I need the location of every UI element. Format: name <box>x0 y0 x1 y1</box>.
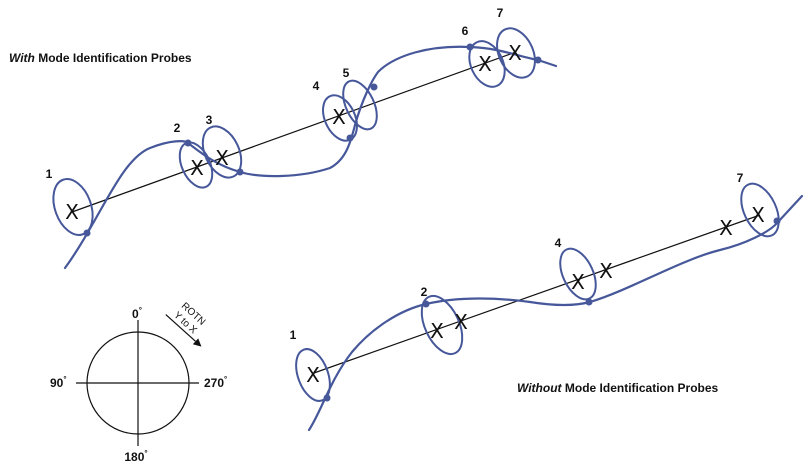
bottom-label-2: 2 <box>421 285 428 299</box>
top-marker-x: X <box>65 200 79 224</box>
rotation-indicator: ROTN Y to X <box>165 301 207 347</box>
bottom-diagram: Without Mode Identification Probes X X X… <box>290 171 804 432</box>
bottom-label-7: 7 <box>737 171 744 185</box>
bottom-marker-x: X <box>454 310 468 334</box>
bottom-dot <box>773 217 781 225</box>
bottom-label-1: 1 <box>290 328 297 342</box>
top-label-4: 4 <box>313 79 320 93</box>
bottom-title: Without Mode Identification Probes <box>517 381 719 395</box>
bottom-marker-x: X <box>751 203 765 227</box>
top-dot <box>83 229 91 237</box>
top-title: With Mode Identification Probes <box>9 51 192 65</box>
bottom-label-4: 4 <box>555 236 562 250</box>
top-dot <box>236 168 244 176</box>
top-label-5: 5 <box>343 66 350 80</box>
top-marker-x: X <box>478 52 492 76</box>
compass-label-270: 270° <box>204 375 227 390</box>
compass: 0° 90° 270° 180° ROTN Y to X <box>50 301 227 464</box>
bottom-dot <box>323 394 331 402</box>
bottom-marker-x: X <box>306 363 320 387</box>
bottom-marker-x: X <box>719 216 733 240</box>
bottom-probe-loop-1 <box>295 348 331 402</box>
top-probe-loop-3 <box>201 125 243 179</box>
bottom-probe-loop-7 <box>740 182 780 238</box>
top-dot <box>184 139 192 147</box>
compass-label-180: 180° <box>124 449 147 464</box>
top-marker-x: X <box>332 105 346 129</box>
top-label-2: 2 <box>174 121 181 135</box>
top-marker-x: X <box>215 146 229 170</box>
top-probe-loop-6 <box>468 40 506 88</box>
top-dot <box>370 83 378 91</box>
bottom-dot <box>422 300 430 308</box>
top-diagram: With Mode Identification Probes X X X X … <box>9 6 558 270</box>
top-dot <box>534 56 542 64</box>
bottom-orbit-curve <box>307 194 804 432</box>
bottom-marker-x: X <box>599 259 613 283</box>
bottom-dot <box>585 298 593 306</box>
bottom-probe-loop-4 <box>559 247 597 301</box>
compass-label-0: 0° <box>132 306 142 321</box>
top-probe-loop-7 <box>496 27 536 79</box>
bottom-marker-x: X <box>430 319 444 343</box>
top-reference-line <box>71 51 517 213</box>
bottom-marker-x: X <box>571 270 585 294</box>
rotation-arrow-line <box>165 314 196 342</box>
rotation-arrow-head-icon <box>192 338 202 347</box>
top-marker-x: X <box>190 156 204 180</box>
top-label-3: 3 <box>206 113 213 127</box>
top-dot <box>466 43 474 51</box>
bottom-reference-line <box>313 214 761 374</box>
top-marker-x: X <box>508 41 522 65</box>
top-orbit-curve <box>63 45 558 270</box>
top-probe-loop-1 <box>52 178 94 236</box>
top-label-1: 1 <box>46 167 53 181</box>
top-probe-loop-5 <box>342 79 378 131</box>
top-label-7: 7 <box>497 6 504 20</box>
top-dot <box>346 134 354 142</box>
bottom-probe-loop-2 <box>420 295 464 355</box>
compass-label-90: 90° <box>50 375 67 390</box>
top-label-6: 6 <box>462 24 469 38</box>
